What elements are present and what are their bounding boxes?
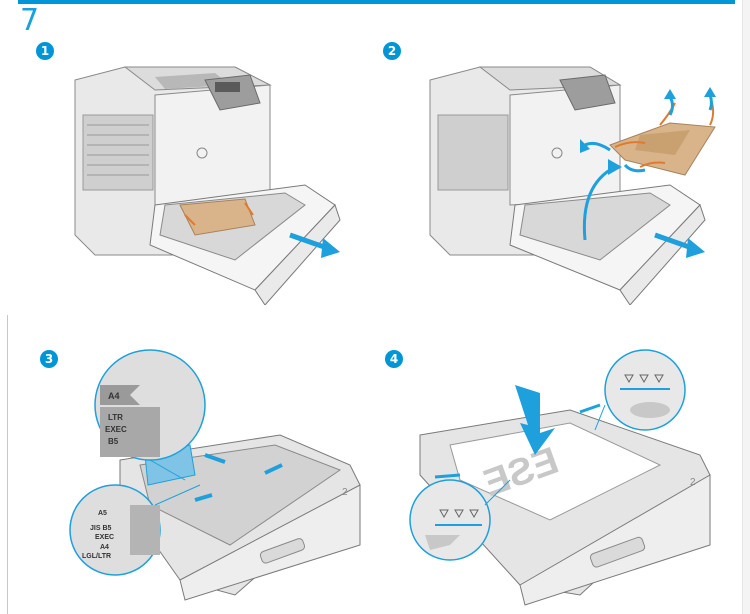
packing-material — [609, 102, 716, 176]
control-panel — [559, 74, 616, 111]
pull-arrow-icon — [289, 232, 340, 258]
hp-logo-icon — [196, 147, 208, 159]
size-label-a4: A4 — [100, 544, 109, 551]
size-label-a4: A4 — [108, 391, 120, 401]
size-label-a5: A5 — [98, 510, 107, 517]
step-badge-2: 2 — [383, 42, 401, 60]
printer-body — [74, 66, 272, 256]
step-badge-3: 3 — [40, 350, 58, 368]
paper-tray — [149, 184, 341, 305]
size-label-exec: EXEC — [105, 425, 127, 434]
paper-tray — [509, 184, 706, 305]
adjust-arrow-icon — [194, 453, 283, 502]
scrollbar[interactable] — [742, 0, 750, 614]
max-height-callout-top — [594, 349, 686, 431]
header-accent-bar — [18, 0, 735, 4]
size-label-b5: B5 — [108, 437, 119, 446]
step-number: 7 — [20, 3, 40, 38]
tray-number: 2 — [690, 477, 696, 488]
adjust-guides-illustration: 2 A4 LTR EXEC B5 A5 JIS B5 EXEC A4 LGL/L… — [69, 349, 361, 601]
divider-line — [7, 315, 8, 614]
printer-body — [429, 66, 622, 256]
step-badge-4: 4 — [385, 350, 403, 368]
remove-packing-illustration — [429, 66, 716, 305]
max-height-callout-bottom — [409, 479, 511, 561]
load-paper-illustration: ESE 2 — [409, 349, 711, 606]
size-label-jis-b5: JIS B5 — [90, 525, 112, 532]
size-label-lgl-ltr: LGL/LTR — [82, 553, 111, 560]
press-down-arrow-icon — [515, 385, 555, 455]
size-label-ltr: LTR — [108, 413, 123, 422]
size-label-exec: EXEC — [95, 534, 114, 541]
packing-material — [179, 198, 256, 236]
printer-tray-open-illustration — [74, 66, 341, 305]
callout-bottom: A5 JIS B5 EXEC A4 LGL/LTR — [69, 484, 201, 576]
tray-number: 2 — [342, 487, 348, 498]
pull-arrow-icon — [654, 232, 705, 258]
hp-logo-icon — [551, 147, 563, 159]
guide-arrow-icon — [434, 403, 601, 479]
step-badge-1: 1 — [36, 42, 54, 60]
callout-top: A4 LTR EXEC B5 — [94, 349, 206, 481]
paper-tray: ESE 2 — [419, 409, 711, 606]
